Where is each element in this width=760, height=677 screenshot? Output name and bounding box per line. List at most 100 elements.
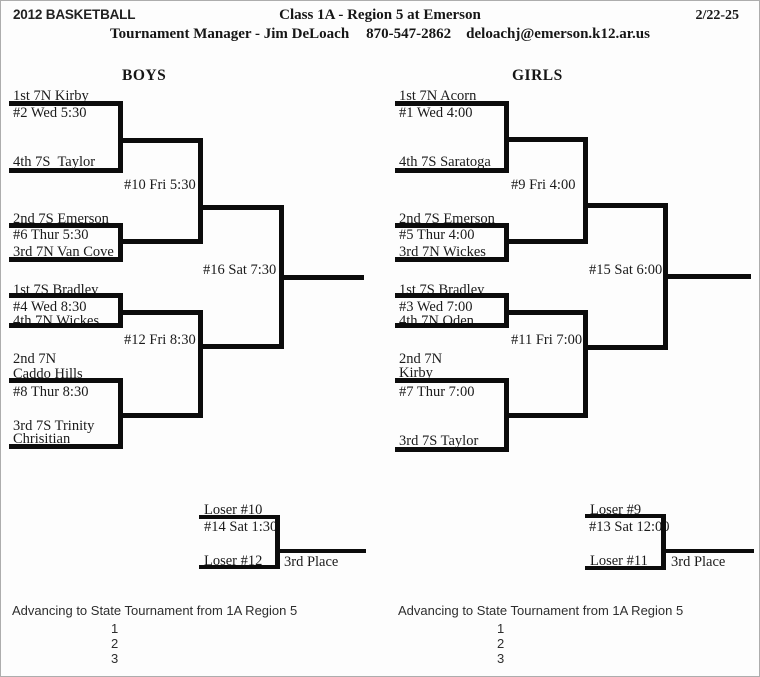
girls-consolation-info: #13 Sat 12:00 — [589, 519, 670, 535]
bracket-line — [275, 515, 280, 569]
boys-advancing-slot-1: 1 — [111, 621, 119, 636]
manager-line: Tournament Manager - Jim DeLoach 870-547-… — [1, 26, 759, 43]
bracket-line — [123, 239, 203, 244]
bracket-line — [9, 223, 123, 228]
bracket-line — [203, 205, 284, 210]
bracket-line — [9, 323, 123, 328]
boys-g2-bottom-seed: 4th 7S Taylor — [13, 154, 96, 170]
girls-advancing-title: Advancing to State Tournament from 1A Re… — [398, 603, 684, 618]
bracket-line — [395, 101, 509, 106]
bracket-line — [509, 137, 588, 142]
bracket-line — [395, 257, 509, 262]
girls-g11-info: #11 Fri 7:00 — [511, 332, 583, 348]
bracket-line — [395, 378, 509, 383]
bracket-line — [395, 447, 509, 452]
bracket-line — [199, 565, 280, 569]
girls-g7-info: #7 Thur 7:00 — [399, 384, 475, 400]
bracket-line — [504, 223, 509, 262]
bracket-line — [118, 293, 123, 328]
girls-advancing-slot-3: 3 — [497, 651, 505, 666]
boys-g2-top-seed: 1st 7N Kirby — [13, 88, 89, 104]
bracket-line — [199, 515, 280, 519]
bracket-line — [583, 137, 588, 244]
girls-g7-bottom-seed: 3rd 7S Taylor — [399, 433, 479, 449]
girls-advancing-slot-2: 2 — [497, 636, 505, 651]
bracket-line — [395, 168, 509, 173]
bracket-line — [588, 203, 668, 208]
bracket-line — [9, 257, 123, 262]
boys-third-place-label: 3rd Place — [284, 554, 339, 570]
girls-g1-info: #1 Wed 4:00 — [399, 105, 473, 121]
boys-g16-info: #16 Sat 7:30 — [203, 262, 277, 278]
girls-g5-top-seed: 2nd 7S Emerson — [399, 211, 495, 227]
bracket-line — [588, 345, 668, 350]
girls-g3-info: #3 Wed 7:00 — [399, 299, 473, 315]
boys-g2-info: #2 Wed 5:30 — [13, 105, 87, 121]
girls-champion-line — [668, 274, 751, 279]
boys-g8-top-seed-line2: Caddo Hills — [13, 366, 83, 382]
bracket-line — [509, 413, 588, 418]
bracket-line — [661, 514, 666, 570]
bracket-line — [663, 203, 668, 350]
sport-title: 2012 BASKETBALL — [13, 7, 136, 22]
bracket-line — [9, 378, 123, 383]
boys-consolation-top-seed: Loser #10 — [204, 502, 263, 518]
bracket-line — [123, 138, 203, 143]
bracket-line — [504, 378, 509, 452]
boys-g8-bottom-seed-line1: 3rd 7S Trinity — [13, 418, 95, 434]
bracket-line — [395, 323, 509, 328]
girls-consolation-top-seed: Loser #9 — [590, 502, 642, 518]
bracket-line — [280, 549, 366, 553]
bracket-line — [9, 168, 123, 173]
girls-g15-info: #15 Sat 6:00 — [589, 262, 663, 278]
boys-consolation-info: #14 Sat 1:30 — [204, 519, 278, 535]
boys-g8-info: #8 Thur 8:30 — [13, 384, 89, 400]
boys-g6-bottom-seed: 3rd 7N Van Cove — [13, 244, 114, 260]
boys-advancing-slot-3: 3 — [111, 651, 119, 666]
bracket-line — [509, 310, 588, 315]
bracket-line — [9, 293, 123, 298]
girls-g5-bottom-seed: 3rd 7N Wickes — [399, 244, 486, 260]
boys-g12-info: #12 Fri 8:30 — [124, 332, 196, 348]
girls-g5-info: #5 Thur 4:00 — [399, 227, 475, 243]
boys-advancing-title: Advancing to State Tournament from 1A Re… — [12, 603, 298, 618]
bracket-line — [583, 310, 588, 418]
boys-advancing-slot-2: 2 — [111, 636, 119, 651]
bracket-line — [198, 310, 203, 418]
bracket-line — [666, 549, 754, 553]
manager-email: deloachj@emerson.k12.ar.us — [466, 26, 650, 42]
bracket-line — [198, 138, 203, 244]
manager-phone: 870-547-2862 — [366, 26, 452, 42]
girls-consolation-bottom-seed: Loser #11 — [590, 553, 648, 569]
girls-g1-bottom-seed: 4th 7S Saratoga — [399, 154, 491, 170]
boys-g6-info: #6 Thur 5:30 — [13, 227, 89, 243]
girls-g7-top-seed-line2: Kirby — [399, 365, 433, 381]
boys-g8-bottom-seed-line2: Chrisitian — [13, 431, 71, 447]
bracket-line — [395, 293, 509, 298]
bracket-line — [118, 223, 123, 262]
bracket-line — [279, 205, 284, 349]
bracket-line — [118, 101, 123, 173]
event-title: Class 1A - Region 5 at Emerson — [279, 7, 481, 23]
boys-g10-info: #10 Fri 5:30 — [124, 177, 196, 193]
bracket-line — [504, 293, 509, 328]
bracket-line — [504, 101, 509, 173]
bracket-line — [509, 239, 588, 244]
girls-advancing-slot-1: 1 — [497, 621, 505, 636]
bracket-line — [9, 101, 123, 106]
boys-consolation-bottom-seed: Loser #12 — [204, 553, 263, 569]
bracket-line — [585, 514, 666, 518]
bracket-line — [9, 444, 123, 449]
bracket-line — [123, 413, 203, 418]
boys-bracket-title: BOYS — [122, 67, 167, 84]
boys-g6-top-seed: 2nd 7S Emerson — [13, 211, 109, 227]
boys-g8-top-seed-line1: 2nd 7N — [13, 351, 57, 367]
bracket-line — [118, 378, 123, 449]
boys-champion-line — [284, 275, 364, 280]
event-dates: 2/22-25 — [695, 8, 739, 23]
girls-g1-top-seed: 1st 7N Acorn — [399, 88, 477, 104]
manager-name: Tournament Manager - Jim DeLoach — [110, 26, 350, 42]
bracket-line — [395, 223, 509, 228]
bracket-line — [585, 566, 666, 570]
